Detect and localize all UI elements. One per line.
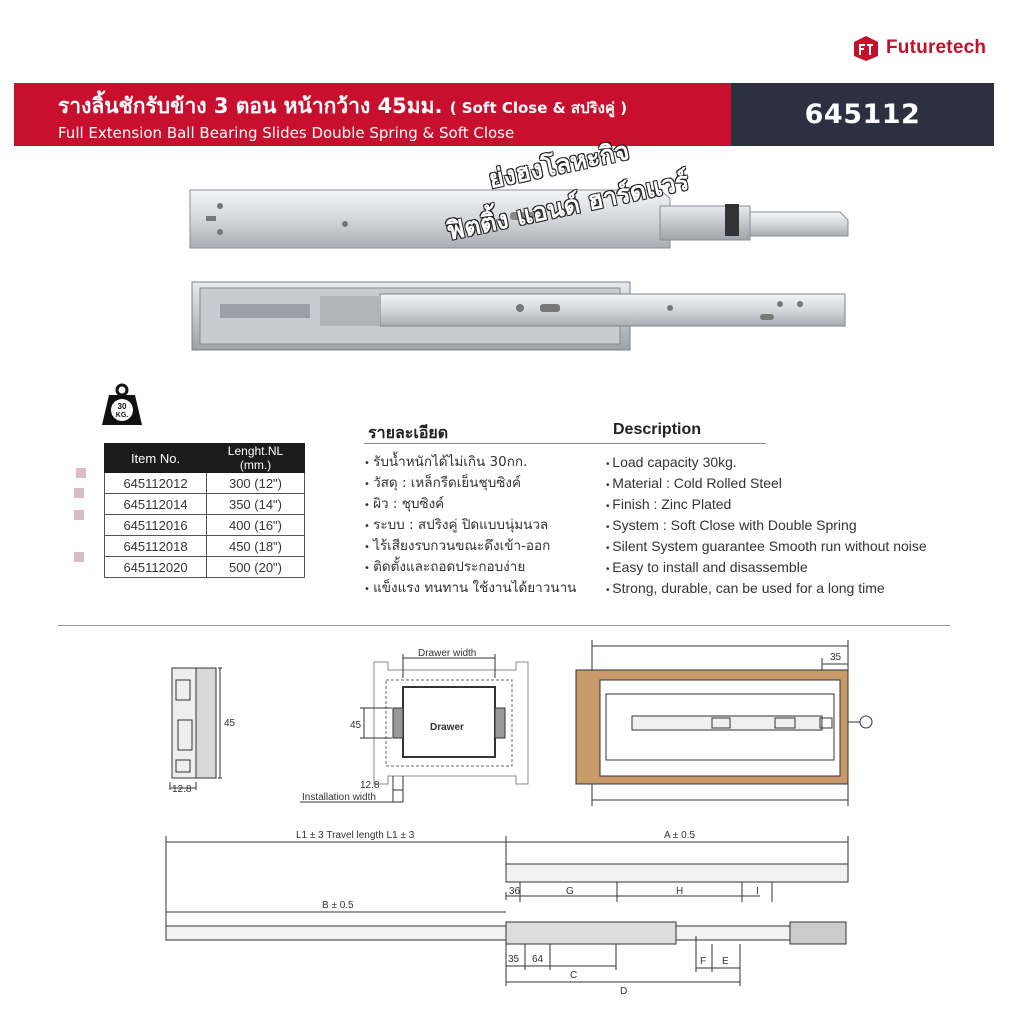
weight-value: 30	[118, 402, 127, 411]
brand-logo: Futuretech	[852, 34, 986, 62]
drawer-section	[300, 654, 529, 803]
section-divider	[58, 625, 950, 626]
item-no: 645112014	[104, 493, 207, 515]
dim-i: I	[756, 886, 759, 897]
list-item: รับน้ำหนักได้ไม่เกิน 30กก.	[364, 452, 576, 473]
product-code-box: 645112	[731, 83, 994, 146]
dim-a: A ± 0.5	[664, 830, 696, 841]
list-item: Silent System guarantee Smooth run witho…	[606, 536, 926, 557]
product-photo	[189, 189, 849, 351]
weight-unit: KG.	[116, 412, 129, 419]
list-item: Material : Cold Rolled Steel	[606, 473, 927, 494]
list-item: Easy to install and disassemble	[606, 557, 927, 578]
product-title-english: Full Extension Ball Bearing Slides Doubl…	[58, 124, 515, 142]
dim-drawer-width: Drawer width	[418, 648, 476, 659]
list-item: ไร้เสียงรบกวนขณะดึงเข้า-ออก	[364, 536, 576, 557]
dim-d: D	[620, 986, 627, 997]
dim-f: F	[700, 956, 706, 967]
header-banner	[14, 83, 731, 146]
item-no: 645112012	[104, 472, 207, 494]
description-list-english: Load capacity 30kg. Material : Cold Roll…	[606, 452, 927, 599]
length: 300 (12")	[206, 472, 305, 494]
description-list-thai: รับน้ำหนักได้ไม่เกิน 30กก. วัสดุ : เหล็ก…	[364, 452, 576, 599]
list-item: ติดตั้งและถอดประกอบง่าย	[364, 557, 576, 578]
dim-travel-length: L1 ± 3 Travel length L1 ± 3	[296, 830, 415, 841]
list-item: แข็งแรง ทนทาน ใช้งานได้ยาวนาน	[364, 578, 576, 599]
dim-drawer-45: 45	[350, 720, 362, 731]
product-code: 645112	[804, 99, 921, 130]
dim-b: B ± 0.5	[322, 900, 354, 911]
dim-35: 35	[508, 954, 520, 965]
dim-cabinet-35: 35	[830, 652, 842, 663]
list-item: ผิว : ชุบซิงค์	[364, 494, 576, 515]
side-marks	[64, 466, 94, 576]
dim-g: G	[566, 886, 574, 897]
list-item: Finish : Zinc Plated	[606, 494, 927, 515]
list-item: วัสดุ : เหล็กรีดเย็นชุบซิงค์	[364, 473, 576, 494]
item-no: 645112018	[104, 535, 207, 557]
description-heading-english: Description	[613, 421, 702, 438]
brand-name: Futuretech	[886, 37, 987, 58]
dim-c: C	[570, 970, 577, 981]
dim-profile-width: 12.8	[172, 784, 192, 795]
item-no: 645112020	[104, 556, 207, 578]
dim-drawer-128: 12.8	[360, 780, 380, 791]
dim-h: H	[676, 886, 683, 897]
dim-profile-height: 45	[224, 718, 236, 729]
futuretech-logo-icon	[854, 36, 878, 61]
length: 350 (14")	[206, 493, 305, 515]
description-divider	[364, 443, 766, 444]
length: 400 (16")	[206, 514, 305, 536]
profile-section	[169, 667, 222, 790]
list-item: Strong, durable, can be used for a long …	[606, 578, 927, 599]
length: 500 (20")	[206, 556, 305, 578]
title-thai-suffix: ( Soft Close & สปริงคู่ )	[449, 99, 628, 117]
list-item: ระบบ : สปริงคู่ ปิดแบบนุ่มนวล	[364, 515, 576, 536]
cabinet-top-view	[575, 640, 873, 806]
dim-64: 64	[532, 954, 544, 965]
slide-side-views	[165, 836, 849, 986]
dim-36: 36	[509, 886, 521, 897]
column-header: Item No.	[104, 443, 207, 473]
table-header-row: Item No. Lenght.NL (mm.)	[104, 443, 305, 473]
title-thai-main: รางลิ้นชักรับข้าง 3 ตอน หน้ากว้าง 45มม.	[58, 94, 443, 118]
length: 450 (18")	[206, 535, 305, 557]
list-item: Load capacity 30kg.	[606, 452, 927, 473]
list-item: System : Soft Close with Double Spring	[606, 515, 927, 536]
drawer-label: Drawer	[430, 722, 464, 733]
description-heading-thai: รายละเอียด	[368, 423, 449, 442]
dim-e: E	[722, 956, 729, 967]
technical-drawing: 45 12.8 Drawer width Drawer 45 12.8 Inst…	[165, 640, 873, 997]
product-title-thai: รางลิ้นชักรับข้าง 3 ตอน หน้ากว้าง 45มม. …	[58, 90, 627, 123]
weight-capacity-icon: 30 KG.	[102, 383, 142, 425]
column-header: Lenght.NL (mm.)	[206, 443, 305, 473]
item-no: 645112016	[104, 514, 207, 536]
dim-installation-width: Installation width	[302, 792, 376, 803]
